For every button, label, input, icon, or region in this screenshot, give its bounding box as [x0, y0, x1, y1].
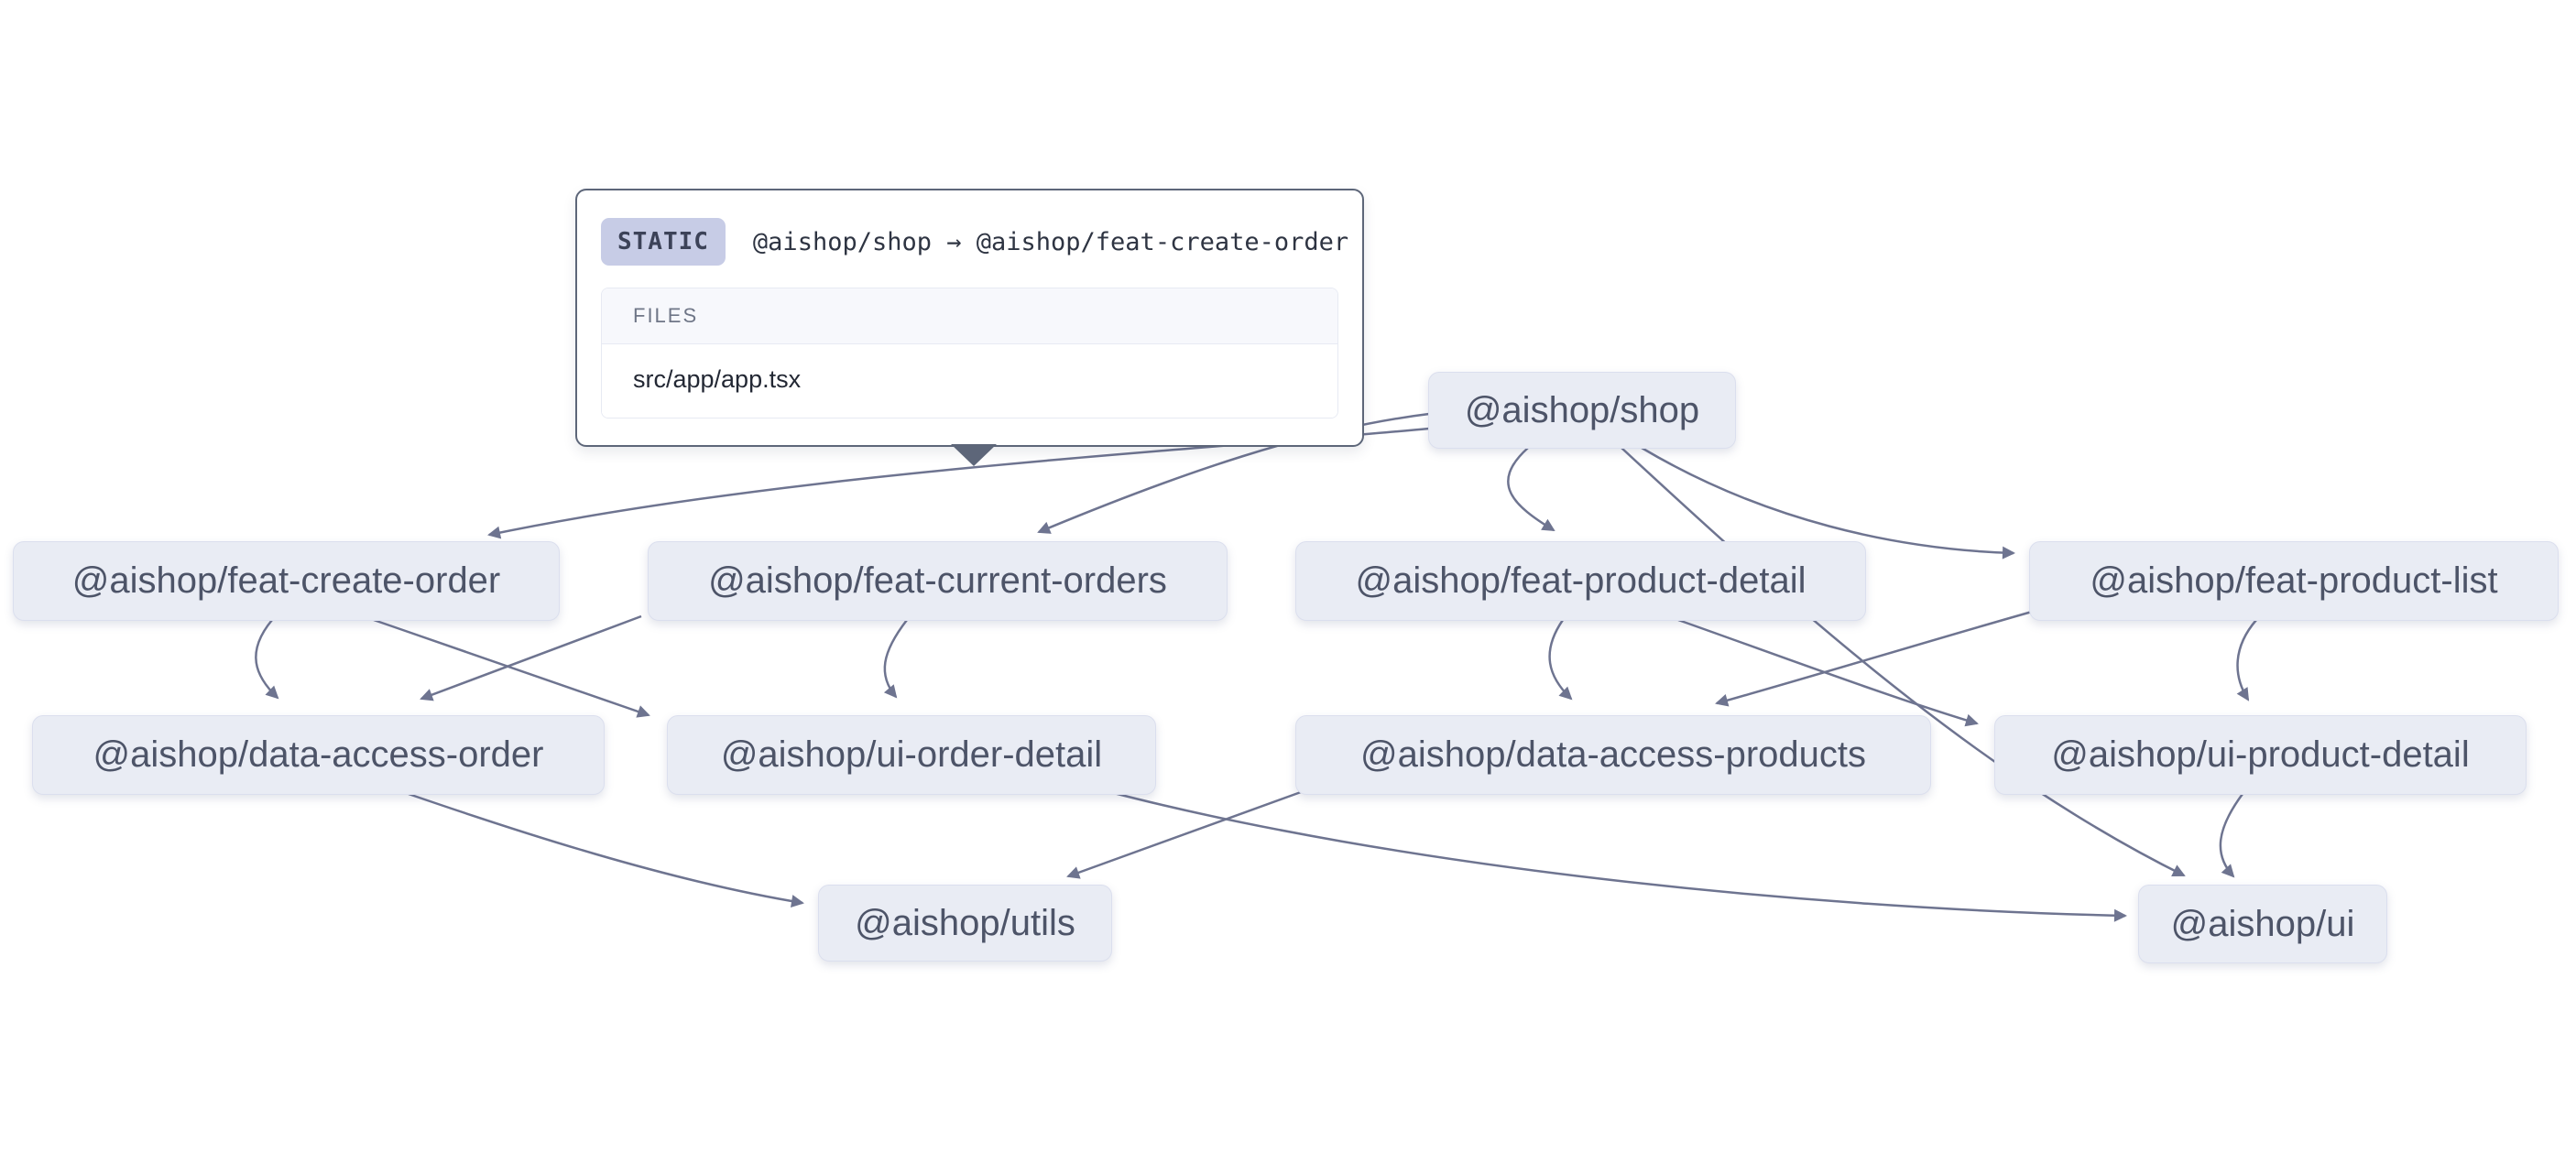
- graph-node-ui-order-detail[interactable]: @aishop/ui-order-detail: [667, 715, 1156, 795]
- edge-feat-current-orders-ui-order-detail[interactable]: [883, 619, 908, 699]
- edge-feat-create-order-ui-order-detail[interactable]: [373, 618, 650, 718]
- edge-ui-order-detail-ui[interactable]: [1109, 790, 2127, 922]
- edge-feat-create-order-data-access-order[interactable]: [255, 619, 279, 700]
- edge-feat-product-list-data-access-products[interactable]: [1715, 610, 2033, 707]
- edge-feat-product-detail-ui-product-detail[interactable]: [1677, 618, 1979, 727]
- graph-node-data-access-products[interactable]: @aishop/data-access-products: [1295, 715, 1931, 795]
- graph-node-ui[interactable]: @aishop/ui: [2138, 885, 2387, 963]
- edge-tooltip-title: @aishop/shop → @aishop/feat-create-order: [752, 227, 1349, 256]
- edge-tooltip: STATIC @aishop/shop → @aishop/feat-creat…: [575, 189, 1364, 466]
- edge-shop-feat-current-orders[interactable]: [1037, 412, 1430, 534]
- edge-shop-feat-product-detail[interactable]: [1507, 447, 1555, 532]
- graph-node-feat-product-detail[interactable]: @aishop/feat-product-detail: [1295, 541, 1866, 621]
- graph-node-ui-product-detail[interactable]: @aishop/ui-product-detail: [1994, 715, 2527, 795]
- files-panel-label: FILES: [602, 288, 1337, 344]
- graph-node-feat-product-list[interactable]: @aishop/feat-product-list: [2029, 541, 2559, 621]
- graph-node-shop[interactable]: @aishop/shop: [1428, 372, 1736, 449]
- edge-feat-product-list-ui-product-detail[interactable]: [2236, 619, 2257, 701]
- files-panel: FILES src/app/app.tsx: [601, 288, 1338, 418]
- edge-ui-product-detail-ui[interactable]: [2219, 793, 2244, 878]
- edge-feat-current-orders-data-access-order[interactable]: [420, 614, 642, 701]
- edge-feat-product-detail-data-access-products[interactable]: [1548, 619, 1573, 701]
- tooltip-pointer-icon: [951, 444, 997, 466]
- edge-data-access-products-utils[interactable]: [1066, 790, 1302, 879]
- graph-node-data-access-order[interactable]: @aishop/data-access-order: [32, 715, 605, 795]
- edge-type-badge: STATIC: [601, 218, 726, 266]
- tooltip-header: STATIC @aishop/shop → @aishop/feat-creat…: [577, 190, 1362, 288]
- graph-node-feat-create-order[interactable]: @aishop/feat-create-order: [13, 541, 560, 621]
- edge-data-access-order-utils[interactable]: [408, 792, 804, 908]
- edge-shop-feat-product-list[interactable]: [1641, 446, 2015, 560]
- edge-shop-ui[interactable]: [1621, 447, 2186, 877]
- graph-node-utils[interactable]: @aishop/utils: [818, 885, 1112, 962]
- graph-node-feat-current-orders[interactable]: @aishop/feat-current-orders: [648, 541, 1228, 621]
- file-row: src/app/app.tsx: [602, 344, 1337, 418]
